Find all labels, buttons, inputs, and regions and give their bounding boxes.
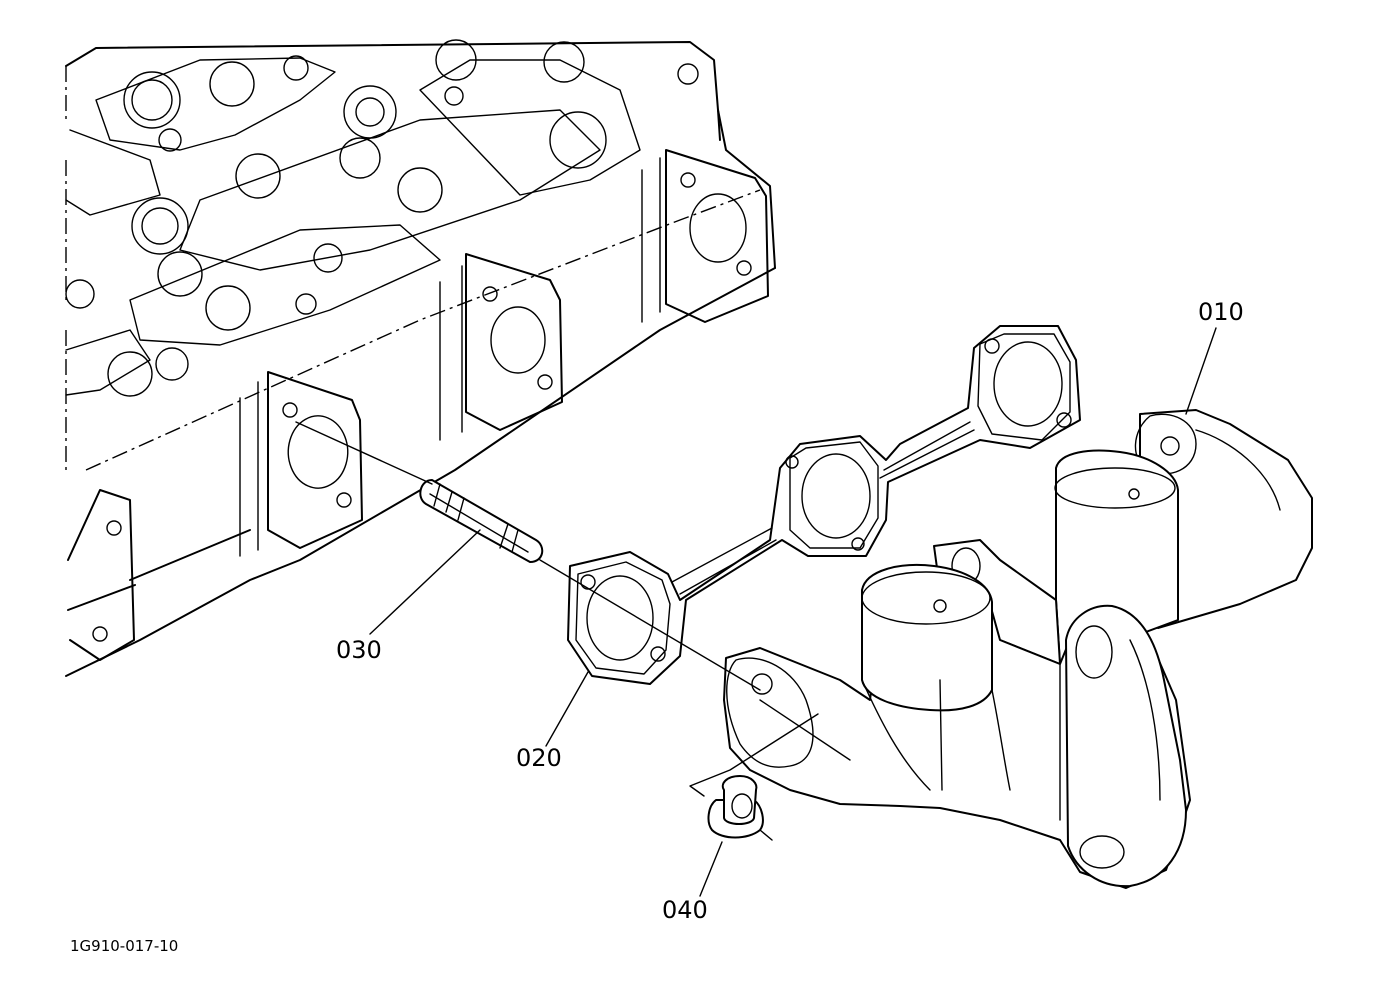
manifold-gasket-drawing [567,325,1081,685]
assembly-center-lines [295,421,819,841]
part-label-020: 020 [516,744,562,772]
cylinder-head-drawing [65,39,776,677]
stud-bolt-drawing [419,479,544,563]
figure-code: 1G910-017-10 [70,937,178,955]
flange-nut-drawing [707,775,764,839]
exhaust-manifold-drawing [723,409,1313,889]
part-label-040: 040 [662,896,708,924]
leader-lines [369,327,1217,897]
part-label-030: 030 [336,636,382,664]
part-label-010: 010 [1198,298,1244,326]
